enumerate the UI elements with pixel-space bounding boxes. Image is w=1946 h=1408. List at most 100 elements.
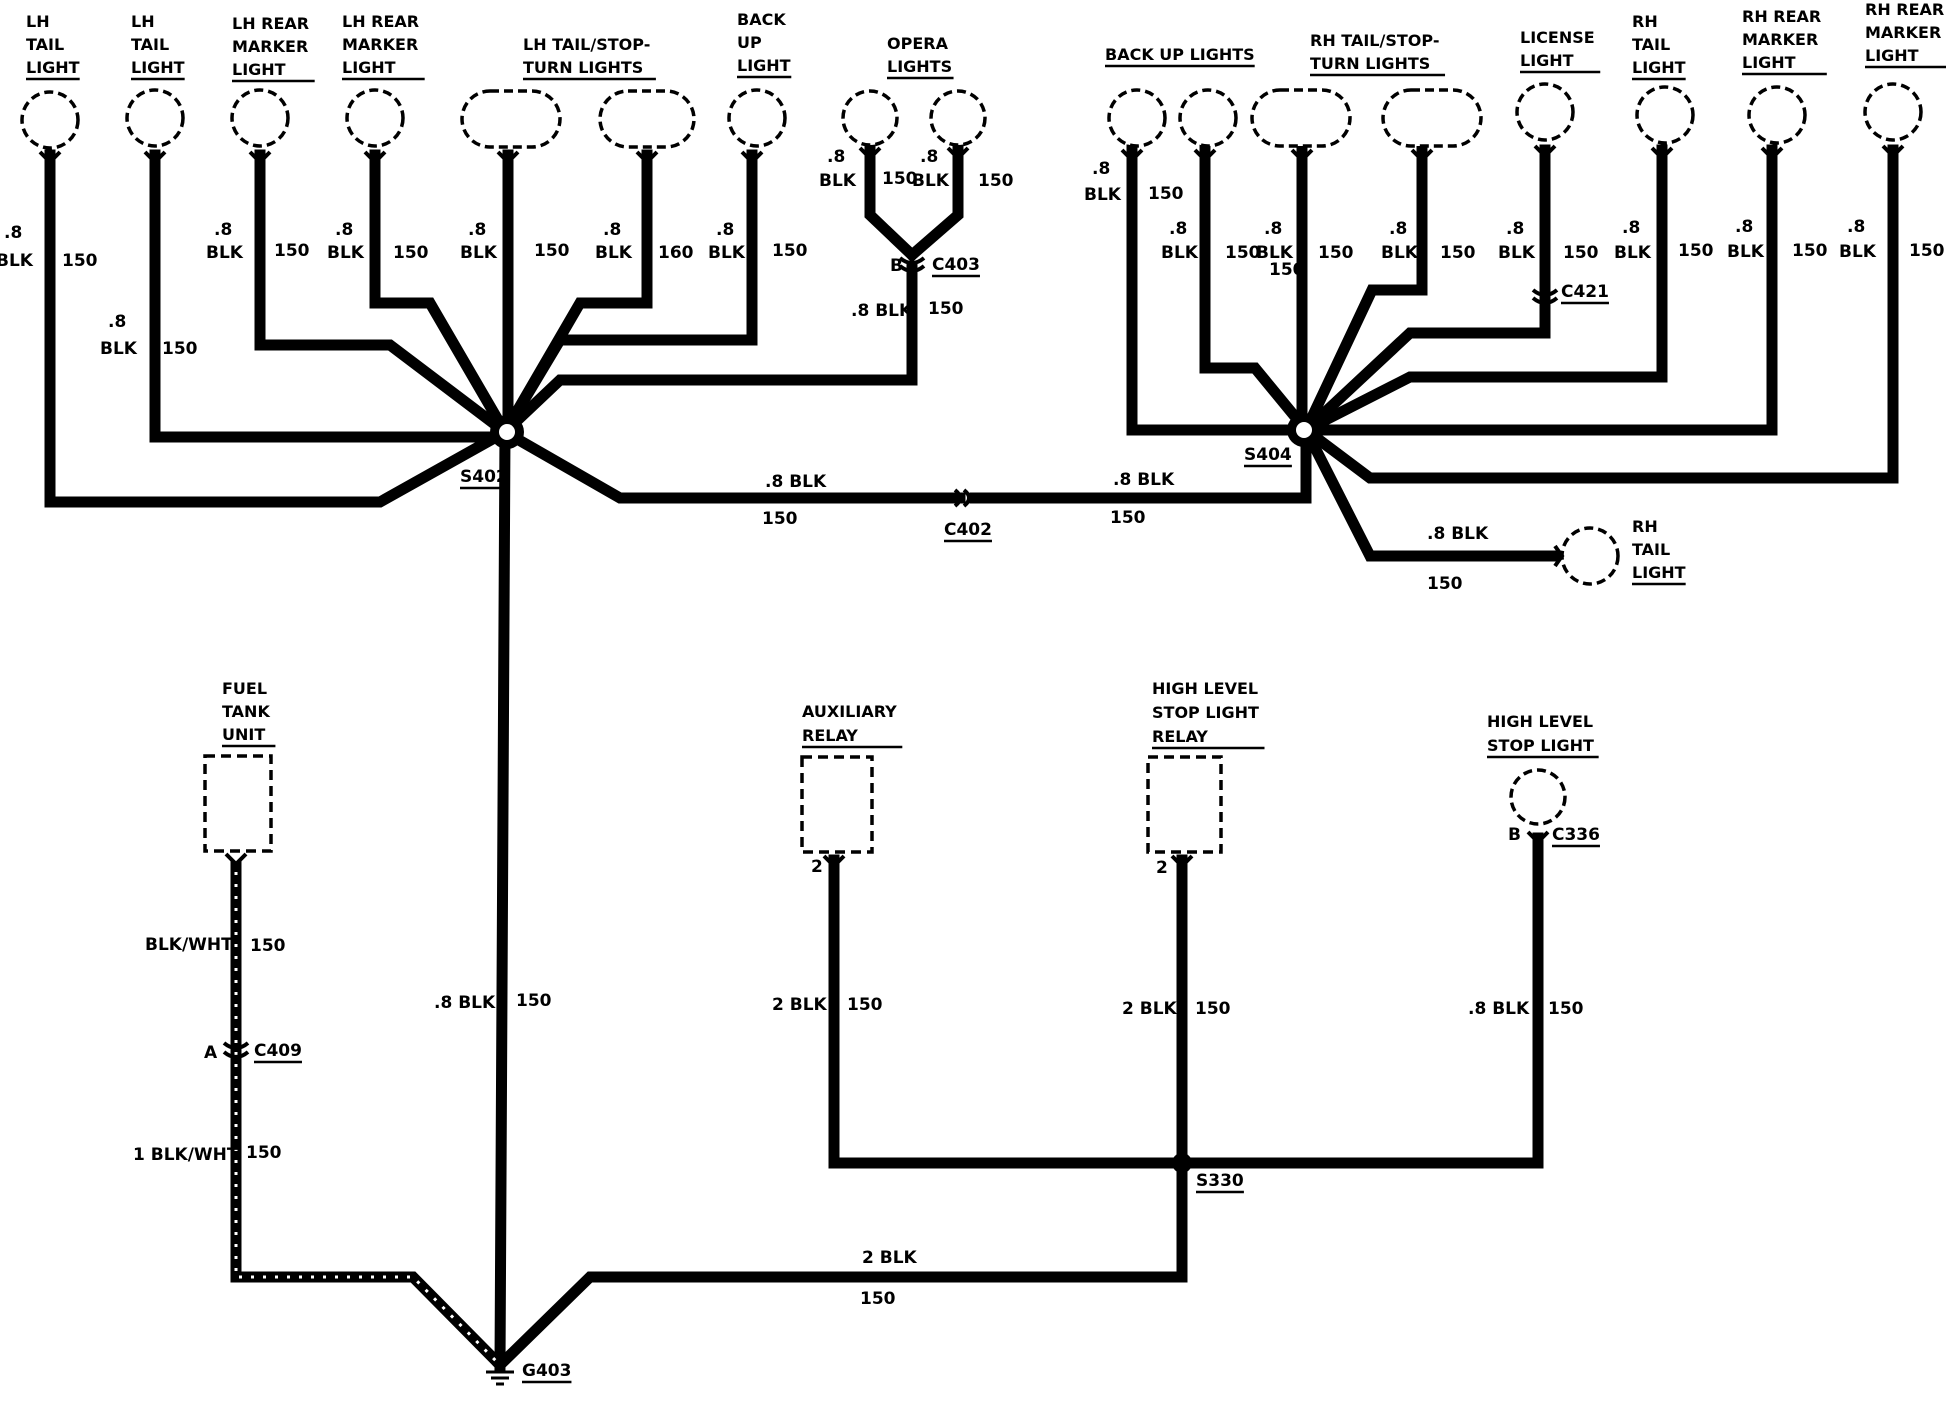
wire-label-aux-relay: 2 BLK (772, 995, 828, 1015)
terminals (38, 144, 1905, 869)
t1: LH REAR (342, 12, 419, 31)
wire-c402-to-s404 (969, 424, 1312, 504)
wire-rh-rear-marker-1 (1300, 144, 1778, 436)
wire-rh-tail-2 (1298, 422, 1561, 562)
splice-label-s404: S404 (1244, 445, 1292, 465)
wire-s402-to-c402 (497, 424, 966, 504)
wire-size-label: .8 (920, 147, 938, 167)
wire-circuit-rh-tail-2: 150 (1427, 574, 1463, 594)
splice-label-s402: S402 (460, 467, 508, 487)
wire-circuit-fuel-1: 150 (250, 936, 286, 956)
wire-circuit-s330-g403: 150 (860, 1289, 896, 1309)
high-level-stop-light-relay-box (1146, 755, 1223, 854)
t3: UNIT (222, 725, 265, 744)
title-lh-tail-2: LH TAIL LIGHT (131, 12, 185, 77)
wire-circuit-opera: 150 (928, 299, 964, 319)
fuel-tank-unit-box (203, 754, 273, 853)
t3: LIGHT (1865, 46, 1919, 65)
t2: LIGHTS (887, 57, 952, 76)
connector-label-c402: C402 (944, 520, 992, 540)
wire-circuit-c402-s404: 150 (1110, 508, 1146, 528)
title-rh-tail-1: RH TAIL LIGHT (1632, 12, 1686, 77)
c402-mark (953, 488, 971, 508)
wire-opera-to-s402 (497, 262, 918, 440)
wires-s404 (969, 144, 1899, 562)
lh-rear-marker-light-2-lamp (345, 88, 405, 148)
wire-circuit-fuel-2: 150 (246, 1143, 282, 1163)
wire-label-fuel-1: BLK/WHT (145, 935, 233, 955)
wire-back-up-lights-2 (1199, 144, 1314, 438)
t1: RH (1632, 517, 1658, 536)
rh-tail-stop-turn-lamp-2 (1381, 88, 1483, 148)
t1: HIGH LEVEL (1487, 712, 1593, 731)
wire-circuit-label: 150 (1678, 241, 1714, 261)
ground-symbol (486, 1360, 514, 1386)
lamps (20, 82, 1923, 826)
rh-rear-marker-light-2-lamp (1863, 82, 1923, 142)
rh-tail-light-1-lamp (1635, 85, 1695, 145)
wire-size-label: .8 (468, 220, 486, 240)
pin-label-c403-b: B (890, 256, 903, 276)
wire-circuit-label: 150 (1225, 243, 1261, 263)
rh-tail-light-2-lamp (1560, 526, 1620, 586)
t2: TAIL (1632, 35, 1670, 54)
connector-label-c409: C409 (254, 1041, 302, 1061)
wire-size-label: .8 (108, 312, 126, 332)
title-lh-tail-2-l2: TAIL (131, 35, 169, 54)
wire-label-s402-g403: .8 BLK (434, 993, 496, 1013)
wire-high-level-stop-light (1176, 832, 1544, 1169)
t2: MARKER (1865, 23, 1941, 42)
connector-marks (222, 256, 1559, 1059)
splice-s330 (1172, 1153, 1192, 1173)
ref-labels: S402S404S330C403C421C402C409C336G403BAB2… (204, 255, 1609, 1384)
wire-size-label: .8 (1506, 219, 1524, 239)
wire-label-s330-g403: 2 BLK (862, 1248, 918, 1268)
wire-size-label: .8 (1169, 219, 1187, 239)
wire-circuit-label: 150 (62, 251, 98, 271)
wire-size-label: .8 (603, 220, 621, 240)
title-lh-tail-2-l3: LIGHT (131, 58, 185, 77)
wire-rh-tail-stop-turn-2 (1298, 144, 1428, 438)
wire-label-fuel-2: 1 BLK/WHT (133, 1145, 239, 1165)
wire-rh-rear-marker-2 (1298, 144, 1899, 484)
wire-size-label: .8 (1735, 217, 1753, 237)
opera-light-2-lamp (929, 89, 987, 147)
wire-color-label: BLK (708, 243, 746, 263)
title-lh-tail-1-l1: LH (26, 12, 50, 31)
t1: RH REAR (1742, 7, 1821, 26)
wire-circuit-label: 150 (1440, 243, 1476, 263)
t3: LIGHT (1632, 563, 1686, 582)
modules (203, 754, 1223, 854)
wire-circuit-label: 160 (658, 243, 694, 263)
wire-rh-tail-1 (1298, 144, 1668, 438)
wire-back-up-lights-1 (1126, 144, 1312, 436)
wire-size-label: .8 (1622, 218, 1640, 238)
t1: OPERA (887, 34, 949, 53)
license-light-lamp (1515, 82, 1575, 142)
wire-circuit-label: 150 (772, 241, 808, 261)
t1: AUXILIARY (802, 702, 897, 721)
title-high-level-stop-light: HIGH LEVEL STOP LIGHT (1487, 712, 1599, 755)
ground-label-g403: G403 (522, 1361, 571, 1381)
wire-circuit-label: 150 (1563, 243, 1599, 263)
wire-color-label: BLK (1839, 242, 1877, 262)
wire-s330-to-g403 (492, 1157, 1188, 1373)
title-license-light: LICENSE LIGHT (1520, 28, 1600, 70)
title-rh-rear-marker-2: RH REAR MARKER LIGHT (1865, 0, 1946, 65)
wire-size-label: .8 (1847, 217, 1865, 237)
t1: RH TAIL/STOP- (1310, 31, 1439, 50)
pin-label-c409-a: A (204, 1043, 218, 1063)
lh-tail-light-2-lamp (125, 88, 185, 148)
wire-color-label: BLK (1256, 243, 1294, 263)
wire-size-label: .8 (716, 220, 734, 240)
c421-mark (1531, 288, 1559, 305)
t3: LIGHT (232, 60, 286, 79)
t2: TURN LIGHTS (523, 58, 643, 77)
wire-license-light (1298, 144, 1551, 438)
t3: LIGHT (1632, 58, 1686, 77)
rh-rear-marker-light-1-lamp (1747, 85, 1807, 145)
wire-opera-lights-1 (864, 139, 920, 263)
title-lh-tail-1: LH TAIL LIGHT (26, 12, 80, 77)
t2: UP (737, 33, 762, 52)
